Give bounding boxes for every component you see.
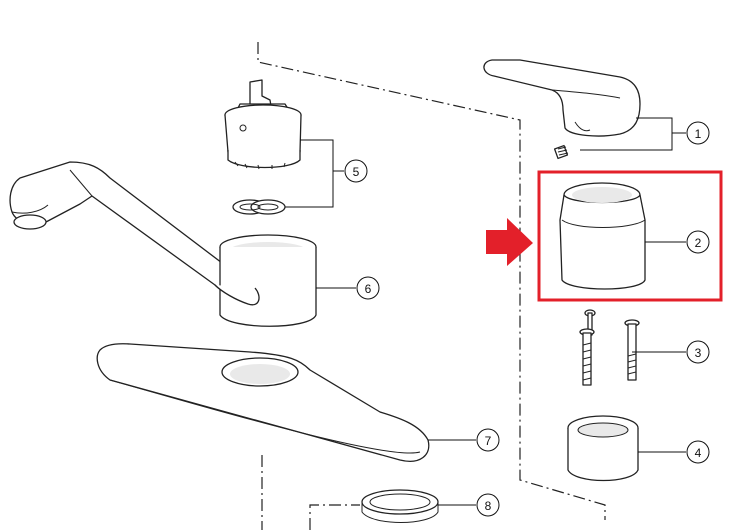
callout-7: 7 bbox=[476, 428, 500, 452]
callout-6: 6 bbox=[356, 276, 380, 300]
callout-7-label: 7 bbox=[485, 434, 492, 448]
callout-6-label: 6 bbox=[365, 282, 372, 296]
part-6-body bbox=[214, 234, 317, 327]
highlight-arrow bbox=[486, 218, 533, 266]
callout-4: 4 bbox=[686, 440, 710, 464]
part-1-handle bbox=[483, 59, 641, 160]
callout-5-label: 5 bbox=[353, 165, 360, 179]
part-4-ring bbox=[567, 415, 639, 482]
part-5-cartridge bbox=[224, 79, 302, 215]
assembly-outline bbox=[257, 42, 606, 520]
callout-3-label: 3 bbox=[695, 346, 702, 360]
callout-8-label: 8 bbox=[485, 499, 492, 513]
callout-5: 5 bbox=[344, 159, 368, 183]
callout-4-label: 4 bbox=[695, 446, 702, 460]
leader-5 bbox=[285, 139, 344, 208]
assembly-outline-lower bbox=[261, 455, 360, 530]
part-3-screws bbox=[579, 309, 640, 386]
part-2-cap bbox=[559, 182, 646, 290]
callout-8: 8 bbox=[476, 493, 500, 517]
part-7-deck-plate bbox=[96, 343, 430, 462]
part-2-highlight-box bbox=[537, 170, 723, 302]
callout-2-label: 2 bbox=[695, 236, 702, 250]
callout-1-label: 1 bbox=[695, 127, 702, 141]
part-8-gasket bbox=[361, 489, 439, 523]
callout-1: 1 bbox=[686, 121, 710, 145]
callout-2: 2 bbox=[686, 230, 710, 254]
leader-1 bbox=[580, 117, 686, 151]
callout-3: 3 bbox=[686, 340, 710, 364]
